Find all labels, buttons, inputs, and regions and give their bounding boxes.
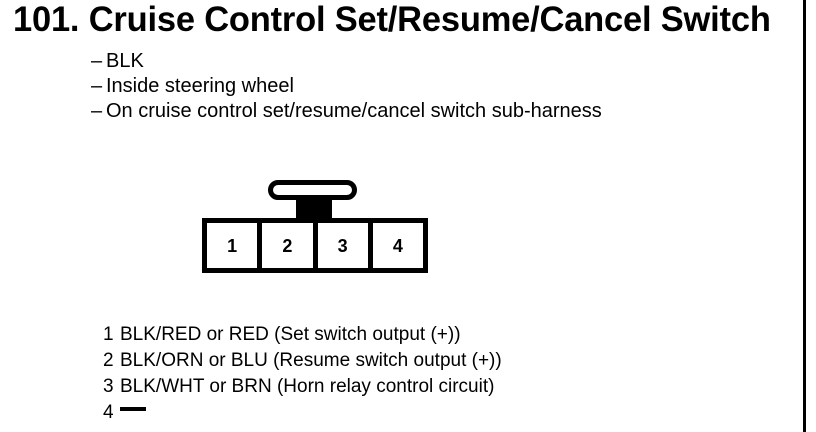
legend-pin-description: BLK/RED or RED (Set switch output (+)) — [120, 324, 461, 345]
list-item-label: Inside steering wheel — [106, 75, 294, 97]
list-item: –On cruise control set/resume/cancel swi… — [91, 99, 791, 124]
list-item-label: BLK — [106, 50, 144, 72]
legend-pin-number: 1 — [103, 324, 114, 345]
connector-pin-cell-4: 4 — [392, 235, 403, 256]
legend-row: 1 BLK/RED or RED (Set switch output (+)) — [103, 322, 783, 348]
page-border-rule — [803, 0, 806, 432]
dash-bullet-icon: – — [91, 75, 103, 97]
connector-pin-cell-1: 1 — [207, 223, 263, 268]
em-dash-icon — [120, 406, 146, 411]
connector-diagram: 1 2 3 4 — [202, 180, 432, 275]
list-item-label: On cruise control set/resume/cancel swit… — [106, 100, 602, 122]
connector-latch-neck-icon — [296, 195, 332, 220]
list-item: –BLK — [91, 49, 791, 74]
connector-pin-cell-2: 2 — [262, 223, 318, 268]
connector-body: 1 2 3 4 — [202, 218, 428, 273]
legend-row: 3 BLK/WHT or BRN (Horn relay control circ… — [103, 374, 783, 400]
legend-pin-description: BLK/ORN or BLU (Resume switch output (+)… — [120, 350, 502, 371]
legend-pin-description: BLK/WHT or BRN (Horn relay control circu… — [120, 376, 495, 397]
page-title: 101. Cruise Control Set/Resume/Cancel Sw… — [13, 0, 771, 39]
connector-properties-list: –BLK –Inside steering wheel –On cruise c… — [91, 49, 791, 124]
list-item: –Inside steering wheel — [91, 74, 791, 99]
legend-row: 2 BLK/ORN or BLU (Resume switch output (+… — [103, 348, 783, 374]
dash-bullet-icon: – — [91, 100, 103, 122]
legend-pin-number: 4 — [103, 402, 114, 423]
dash-bullet-icon: – — [91, 50, 103, 72]
legend-row: 4 — [103, 400, 783, 426]
connector-pin-cell-3: 3 — [318, 223, 373, 268]
legend-pin-number: 3 — [103, 376, 114, 397]
legend-pin-number: 2 — [103, 350, 114, 371]
